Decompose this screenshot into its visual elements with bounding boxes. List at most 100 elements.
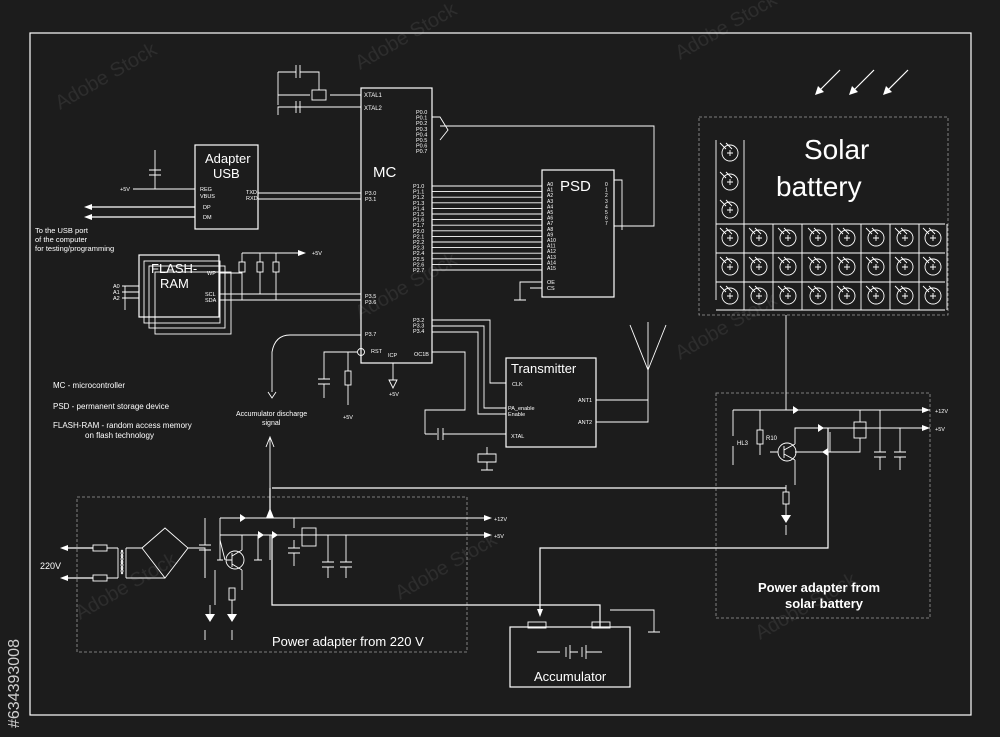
mc-pin-label: P0.2 bbox=[416, 121, 427, 127]
svg-text:ICP: ICP bbox=[388, 353, 398, 359]
solar-cell bbox=[719, 171, 739, 191]
mc-pin-label: P3.1 bbox=[365, 197, 376, 203]
psd-pin-label: A6 bbox=[547, 216, 553, 222]
power-adapter-220: Power adapter from 220 V 220V +12V +5V bbox=[40, 488, 601, 653]
svg-text:signal: signal bbox=[262, 420, 281, 427]
mc-pin-label: P2.3 bbox=[413, 246, 424, 252]
svg-text:Adobe Stock: Adobe Stock bbox=[672, 0, 782, 64]
power-adapter-solar: Power adapter from solar battery +12V +5… bbox=[272, 315, 948, 619]
solar-cell bbox=[922, 285, 942, 305]
mc-pin-label: P0.3 bbox=[416, 127, 427, 133]
svg-text:PSD - permanent storage device: PSD - permanent storage device bbox=[53, 402, 170, 411]
svg-text:A1: A1 bbox=[113, 290, 120, 296]
data-bus bbox=[432, 185, 542, 271]
solar-cell bbox=[865, 256, 885, 276]
svg-text:Power adapter from 220 V: Power adapter from 220 V bbox=[272, 634, 424, 649]
solar-grid bbox=[715, 140, 945, 311]
psd-pin-label: 3 bbox=[605, 199, 608, 205]
legend: MC - microcontroller PSD - permanent sto… bbox=[53, 381, 192, 440]
solar-cell bbox=[777, 256, 797, 276]
mc-pin-label: P2.7 bbox=[413, 268, 424, 274]
svg-text:Adobe Stock: Adobe Stock bbox=[352, 248, 462, 324]
svg-text:XTAL2: XTAL2 bbox=[364, 106, 383, 112]
solar-cell bbox=[719, 142, 739, 162]
solar-cell bbox=[836, 285, 856, 305]
mc-pin-label: P3.3 bbox=[413, 324, 424, 330]
svg-text:Adobe Stock: Adobe Stock bbox=[352, 0, 462, 74]
svg-text:RST: RST bbox=[371, 349, 383, 355]
psd-pin-label: A15 bbox=[547, 266, 556, 272]
psd-pin-label: A3 bbox=[547, 199, 553, 205]
svg-text:220V: 220V bbox=[40, 561, 61, 571]
mc-pin-label: P2.5 bbox=[413, 257, 424, 263]
solar-cell bbox=[777, 285, 797, 305]
mc-pin-label: P1.6 bbox=[413, 218, 424, 224]
solar-cell bbox=[894, 227, 914, 247]
mc-pin-label: P3.6 bbox=[365, 300, 376, 306]
mc-pin-label: P2.4 bbox=[413, 251, 424, 257]
psd-pin-label: A14 bbox=[547, 260, 556, 266]
solar-cell bbox=[807, 256, 827, 276]
solar-cell bbox=[894, 256, 914, 276]
svg-text:TXD: TXD bbox=[246, 190, 257, 196]
svg-text:battery: battery bbox=[776, 171, 862, 202]
mc-pin-label: P1.3 bbox=[413, 201, 424, 207]
mc-pin-label: P3.5 bbox=[365, 294, 376, 300]
transmitter: Transmitter CLK PA_enable Enable XTAL AN… bbox=[424, 319, 667, 471]
svg-text:+5V: +5V bbox=[389, 392, 399, 398]
mc-pin-label: P2.6 bbox=[413, 262, 424, 268]
psd-pin-label: 4 bbox=[605, 204, 608, 210]
mc-crystal bbox=[277, 65, 361, 115]
svg-text:Adobe Stock: Adobe Stock bbox=[392, 528, 502, 604]
psd: PSD A0A1A2A3A4A5A6A7A8A9A10A11A12A13A14A… bbox=[432, 116, 655, 301]
solar-cell bbox=[748, 227, 768, 247]
svg-text:VBUS: VBUS bbox=[200, 194, 215, 200]
psd-pin-label: A10 bbox=[547, 238, 556, 244]
psd-pin-label: A1 bbox=[547, 188, 553, 194]
svg-text:RXD: RXD bbox=[246, 196, 258, 202]
mc-pin-label: P1.1 bbox=[413, 190, 424, 196]
svg-text:Adobe Stock: Adobe Stock bbox=[672, 288, 782, 364]
solar-cell bbox=[836, 256, 856, 276]
solar-cell bbox=[719, 285, 739, 305]
svg-text:FLASH-: FLASH- bbox=[151, 261, 197, 276]
solar-cell bbox=[865, 285, 885, 305]
svg-text:SDA: SDA bbox=[205, 298, 217, 304]
psd-pin-label: A7 bbox=[547, 221, 553, 227]
mc-pin-label: P2.1 bbox=[413, 234, 424, 240]
svg-text:DP: DP bbox=[203, 205, 211, 211]
svg-text:Enable: Enable bbox=[508, 412, 525, 418]
drawing-frame bbox=[29, 32, 972, 716]
svg-text:PSD: PSD bbox=[560, 178, 591, 195]
svg-text:OE: OE bbox=[547, 280, 555, 286]
mc-pin-label: P1.5 bbox=[413, 212, 424, 218]
mc-pin-label: P3.7 bbox=[365, 332, 376, 338]
svg-text:FLASH-RAM - random access memo: FLASH-RAM - random access memory bbox=[53, 421, 192, 430]
svg-text:A0: A0 bbox=[113, 284, 120, 290]
psd-pin-label: A11 bbox=[547, 244, 556, 250]
svg-text:HL3: HL3 bbox=[737, 441, 749, 447]
solar-cell bbox=[922, 256, 942, 276]
solar-cell bbox=[777, 227, 797, 247]
psd-pin-label: 6 bbox=[605, 216, 608, 222]
mc-pin-label: P0.1 bbox=[416, 116, 427, 122]
svg-text:Accumulator discharge: Accumulator discharge bbox=[236, 411, 307, 418]
svg-text:R10: R10 bbox=[766, 436, 778, 442]
psd-pin-label: A2 bbox=[547, 193, 553, 199]
svg-text:USB: USB bbox=[213, 166, 240, 181]
svg-text:OC1B: OC1B bbox=[414, 352, 429, 358]
stock-id: #634393008 bbox=[6, 639, 23, 728]
svg-text:+5V: +5V bbox=[935, 427, 945, 433]
svg-text:DM: DM bbox=[203, 215, 212, 221]
solar-cell bbox=[807, 227, 827, 247]
svg-text:solar battery: solar battery bbox=[785, 596, 864, 611]
solar-cell bbox=[748, 256, 768, 276]
microcontroller: MC XTAL1 XTAL2 P3.0P3.1P3.5P3.6P3.7 P0.0… bbox=[357, 87, 433, 364]
svg-text:Power adapter from: Power adapter from bbox=[758, 580, 880, 595]
psd-pin-label: A5 bbox=[547, 210, 553, 216]
solar-cell bbox=[922, 227, 942, 247]
solar-cell bbox=[807, 285, 827, 305]
svg-text:Solar: Solar bbox=[804, 134, 869, 165]
mc-pin-label: P3.4 bbox=[413, 329, 424, 335]
solar-cell bbox=[894, 285, 914, 305]
